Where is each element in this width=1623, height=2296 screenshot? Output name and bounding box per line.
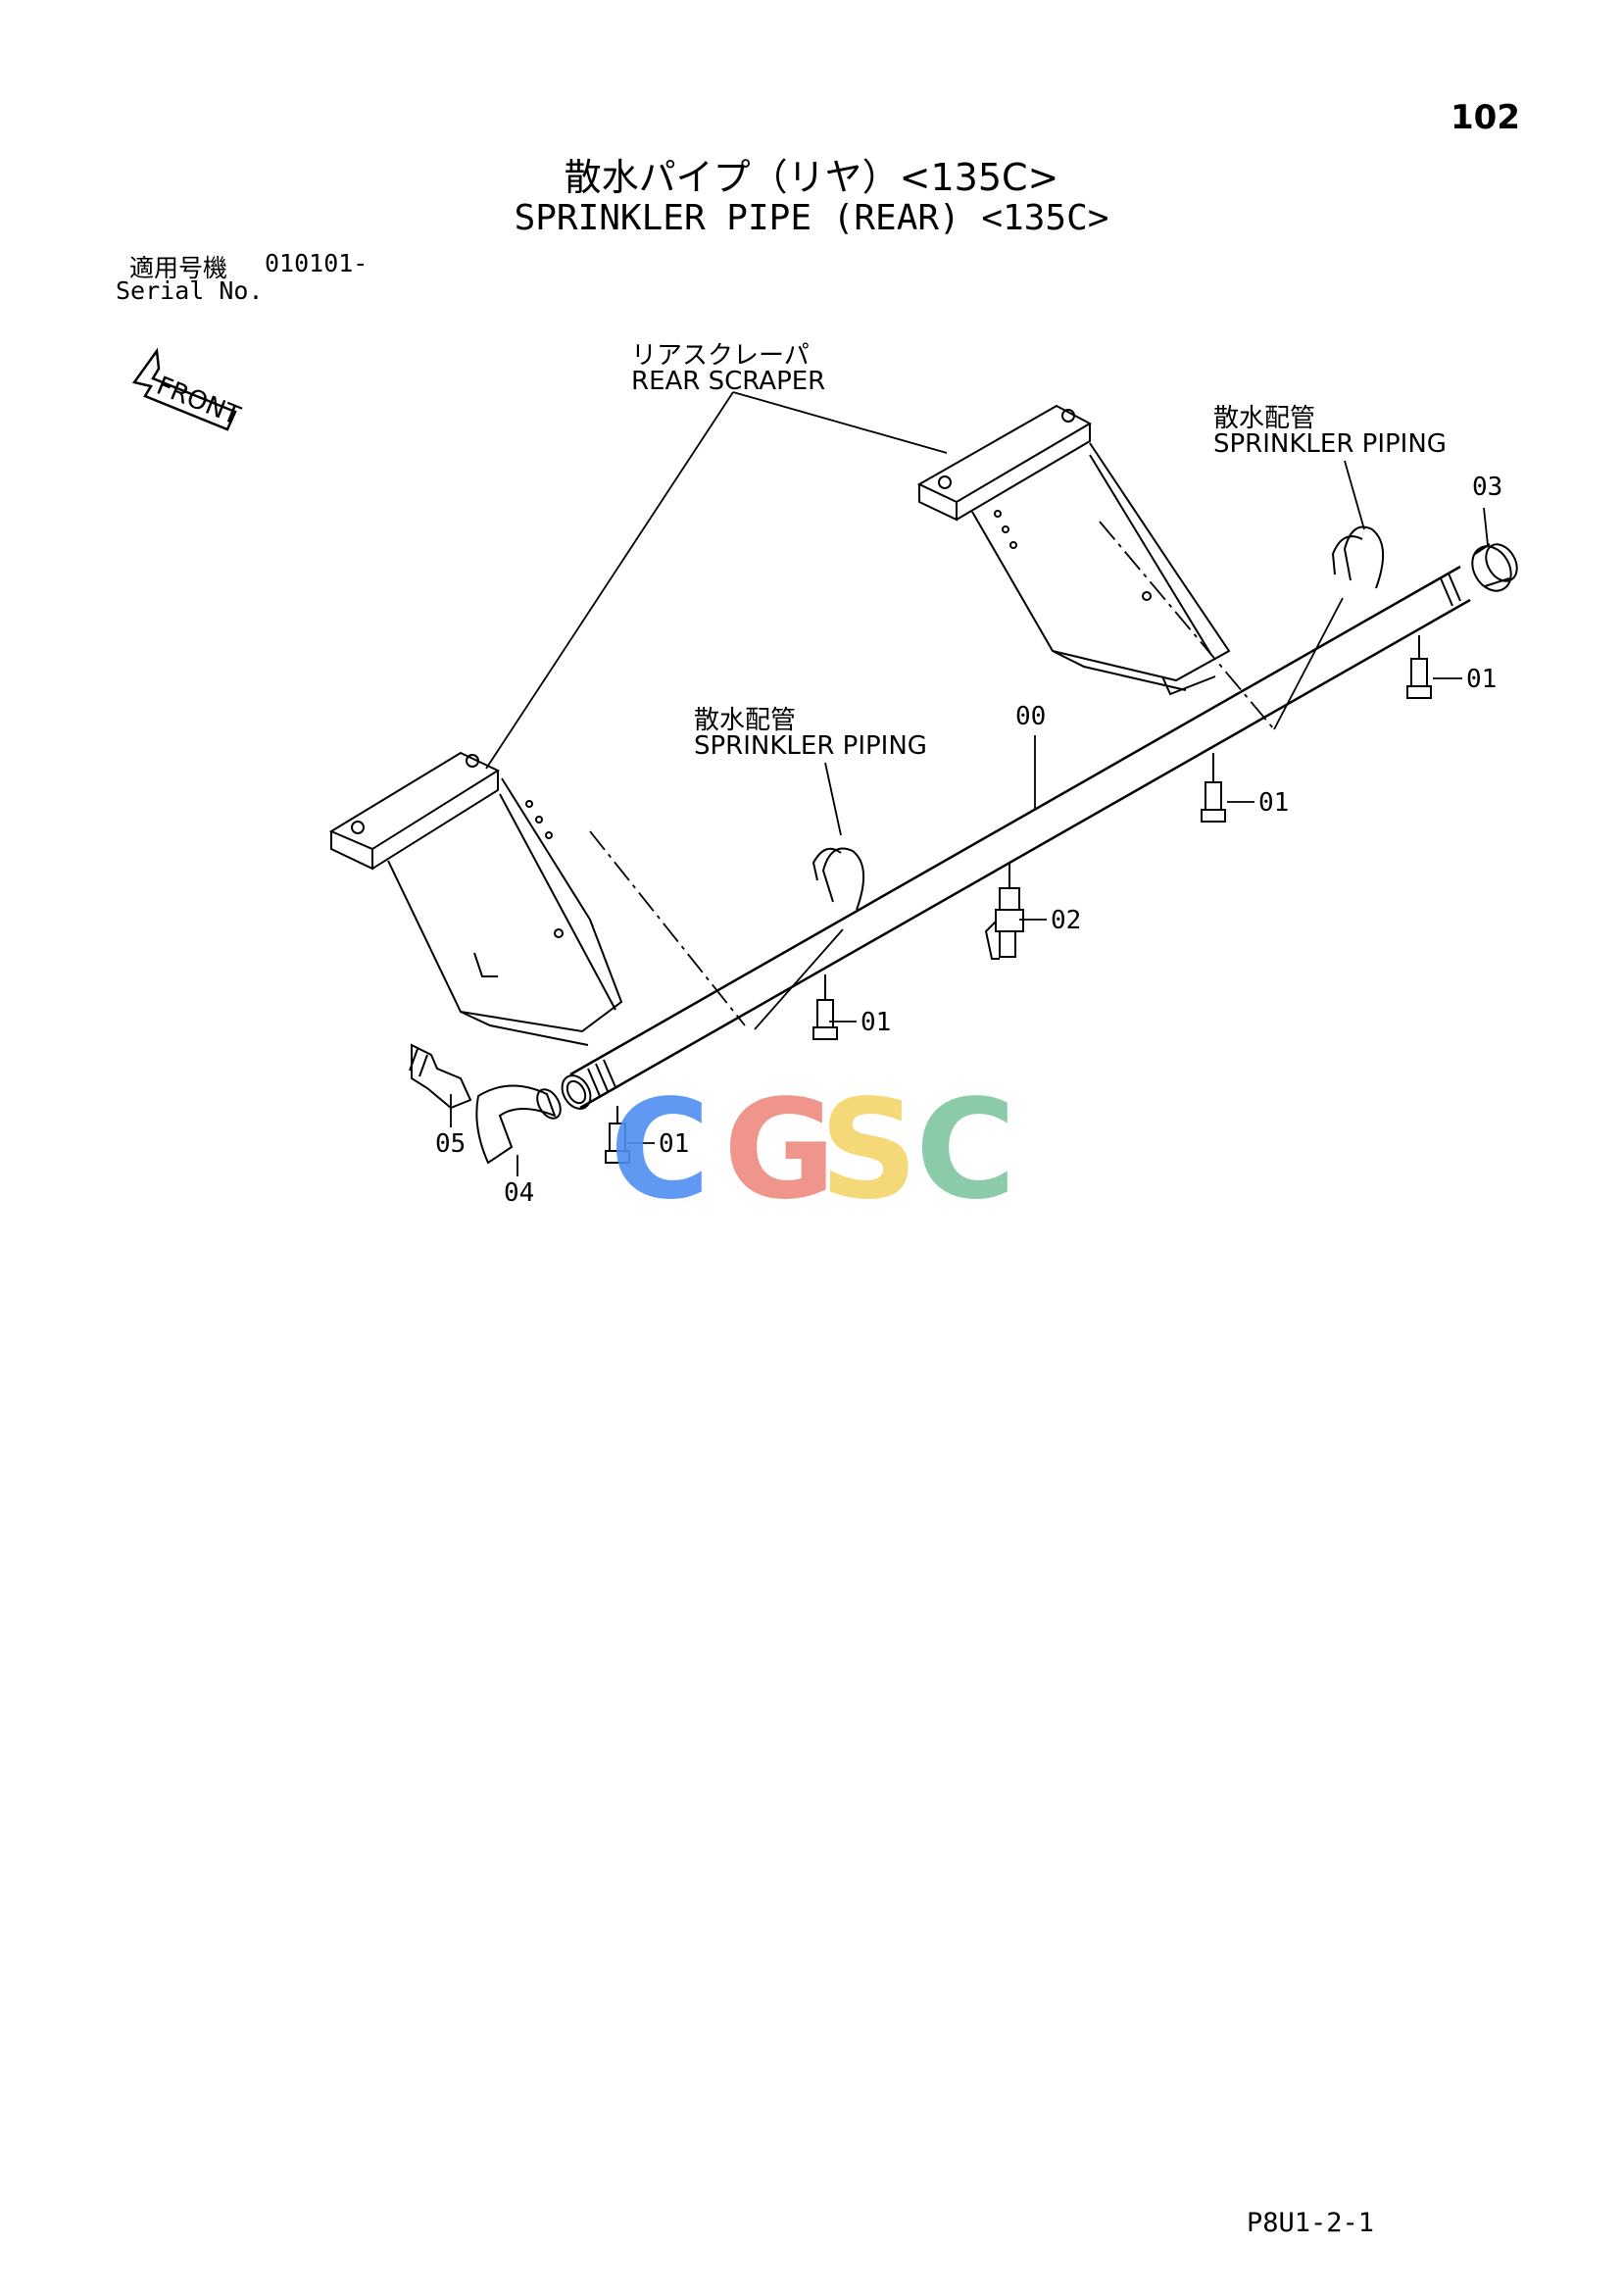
rear-scraper-label-english: REAR SCRAPER xyxy=(631,367,826,396)
sprinkler-piping-left-label-japanese: 散水配管 xyxy=(694,706,797,735)
part-number-02: 02 xyxy=(1051,906,1082,935)
part-number-05: 05 xyxy=(435,1129,467,1159)
page-number: 102 xyxy=(1451,98,1520,137)
front-arrow-icon: FRONT xyxy=(131,347,244,431)
part-number-03: 03 xyxy=(1472,473,1503,502)
leader-lines xyxy=(450,391,1489,1176)
part-number-04: 04 xyxy=(504,1178,535,1208)
watermark-letter-c2: C xyxy=(915,1071,1016,1230)
pipe-cap xyxy=(1471,543,1518,592)
drain-valve xyxy=(984,863,1024,960)
u-bolt-left xyxy=(812,847,865,911)
u-bolt-right xyxy=(1331,525,1385,589)
rear-scraper-bracket-left xyxy=(328,751,623,1046)
sprinkler-piping-left-label-english: SPRINKLER PIPING xyxy=(694,731,927,761)
sprinkler-piping-right-label-japanese: 散水配管 xyxy=(1213,404,1316,433)
rear-scraper-bracket-right xyxy=(916,404,1231,696)
page-title-english: SPRINKLER PIPE (REAR) <135C> xyxy=(514,198,1109,238)
footer-page-code: P8U1-2-1 xyxy=(1247,2208,1375,2238)
watermark-letter-g: G xyxy=(723,1071,836,1230)
front-arrow-label: FRONT xyxy=(152,372,244,431)
serial-label-japanese: 適用号機 xyxy=(129,254,228,282)
part-number-00: 00 xyxy=(1015,702,1047,731)
elbow-fitting xyxy=(475,1084,562,1165)
page-title-japanese: 散水パイプ（リヤ）<135C> xyxy=(564,156,1059,199)
rear-scraper-label-japanese: リアスクレーパ xyxy=(631,341,810,371)
serial-label-english: Serial No. xyxy=(116,276,264,305)
watermark-letter-s: S xyxy=(819,1071,918,1230)
serial-number-value: 010101- xyxy=(265,249,369,277)
part-number-01-d: 01 xyxy=(659,1129,690,1159)
main-pipe xyxy=(561,565,1471,1110)
part-number-01-a: 01 xyxy=(1466,665,1498,694)
sprinkler-piping-right-label-english: SPRINKLER PIPING xyxy=(1213,429,1447,459)
part-number-01-b: 01 xyxy=(1258,788,1290,818)
part-number-01-c: 01 xyxy=(861,1008,892,1037)
watermark-letter-c1: C xyxy=(610,1071,711,1230)
nozzle-fittings xyxy=(605,635,1432,1164)
hose-fitting xyxy=(409,1043,472,1110)
